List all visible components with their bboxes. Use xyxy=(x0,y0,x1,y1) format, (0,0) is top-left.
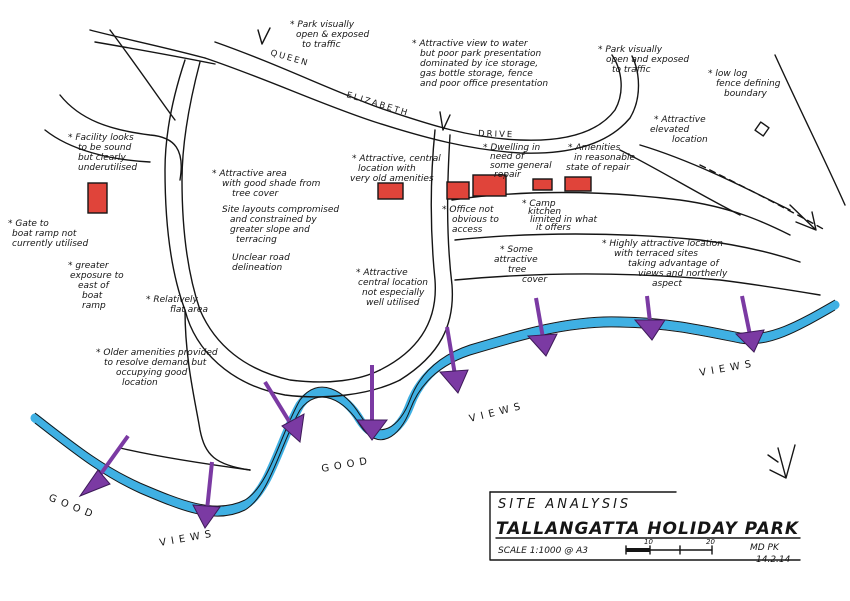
views-label-views-west: VIEWS xyxy=(159,528,217,549)
views-label-good-centre: GOOD xyxy=(321,455,373,475)
views-label-views-east: VIEWS xyxy=(699,358,757,379)
scale-tick-10: 10 xyxy=(644,538,653,546)
building-facility xyxy=(87,182,108,214)
views-label-views-centre: VIEWS xyxy=(468,400,526,425)
north-arrow-icon xyxy=(767,444,796,479)
scale-bar: 10 20 xyxy=(625,538,715,555)
scale-tick-20: 20 xyxy=(706,538,715,546)
building-office xyxy=(446,181,470,200)
title-initials: MD PK xyxy=(750,543,780,553)
view-arrow-icon xyxy=(192,461,221,529)
title-heading: SITE ANALYSIS xyxy=(498,497,631,512)
title-park-name: TALLANGATTA HOLIDAY PARK xyxy=(496,519,800,539)
road-label-drive: DRIVE xyxy=(478,129,514,140)
view-arrow-icon xyxy=(263,380,305,443)
building-amenities-east xyxy=(564,176,592,192)
view-arrow-icon xyxy=(633,295,666,341)
views-label-good-west: GOOD xyxy=(47,493,99,522)
entry-arrow-icon xyxy=(789,204,817,231)
building-dwelling xyxy=(472,174,507,197)
title-date: 14.2.14 xyxy=(756,555,791,565)
view-arrow-icon xyxy=(734,295,765,353)
title-block: SITE ANALYSIS TALLANGATTA HOLIDAY PARK S… xyxy=(489,491,801,565)
road-network xyxy=(44,27,846,471)
building-camp-kitchen xyxy=(532,178,553,191)
buildings xyxy=(87,174,592,214)
view-arrows xyxy=(78,295,765,529)
view-arrow-icon xyxy=(526,297,558,357)
view-arrow-icon xyxy=(78,434,130,498)
view-arrow-icon xyxy=(438,326,469,394)
river xyxy=(30,299,840,517)
view-arrow-icon xyxy=(356,365,388,441)
title-scale: SCALE 1:1000 @ A3 xyxy=(498,546,588,556)
building-amenities-central xyxy=(377,182,404,200)
